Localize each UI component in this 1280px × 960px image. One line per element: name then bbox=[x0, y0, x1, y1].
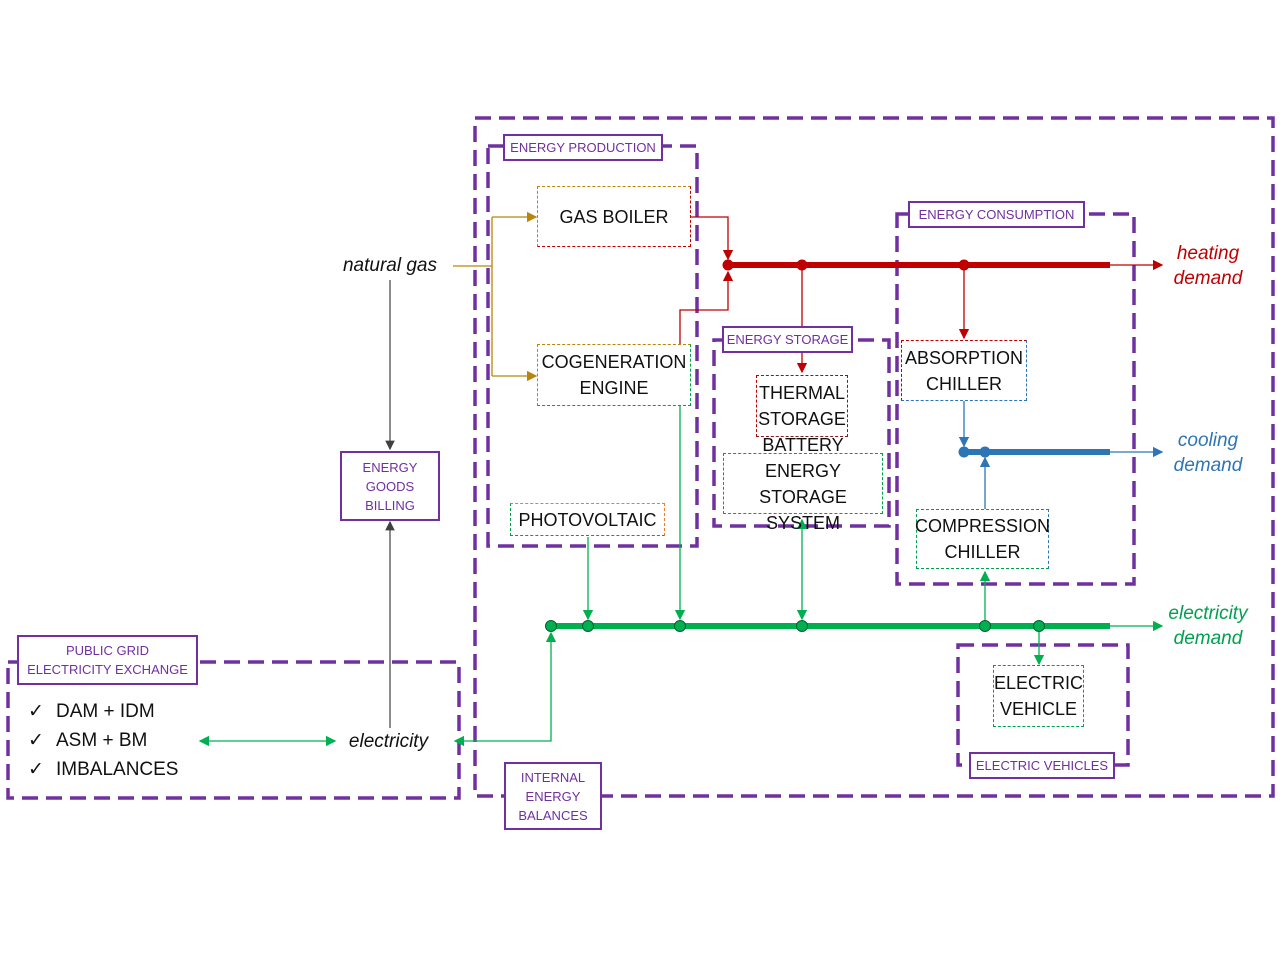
internal-balances-boundary bbox=[473, 116, 1275, 798]
gas-boiler-box: GAS BOILER bbox=[537, 186, 691, 247]
electric-flows bbox=[198, 405, 1164, 747]
absorption-chiller-box: ABSORPTION CHILLER bbox=[901, 340, 1027, 401]
thermal-storage-box: THERMAL STORAGE bbox=[756, 375, 848, 437]
checkmark-icon: ✓ bbox=[28, 759, 44, 780]
market-item-asm-bm: ✓ ASM + BM bbox=[28, 729, 147, 752]
public-grid-label: PUBLIC GRID ELECTRICITY EXCHANGE bbox=[17, 635, 198, 685]
compression-chiller-box: COMPRESSION CHILLER bbox=[915, 509, 1050, 569]
market-label: DAM + IDM bbox=[56, 701, 155, 722]
heating-bus-nodes bbox=[722, 259, 970, 271]
cooling-flows bbox=[958, 401, 1164, 510]
electricity-label: electricity bbox=[348, 731, 429, 752]
gas-flows bbox=[453, 211, 538, 382]
market-label: IMBALANCES bbox=[56, 759, 179, 780]
energy-consumption-boundary bbox=[895, 212, 1136, 586]
cogeneration-engine-box: COGENERATION ENGINE bbox=[537, 344, 691, 406]
market-label: ASM + BM bbox=[56, 730, 148, 751]
internal-energy-balances-label: INTERNAL ENERGY BALANCES bbox=[504, 762, 602, 830]
cooling-demand-label: cooling demand bbox=[1173, 430, 1243, 476]
energy-consumption-label: ENERGY CONSUMPTION bbox=[908, 201, 1085, 228]
energy-goods-billing-label: ENERGY GOODS BILLING bbox=[340, 451, 440, 521]
electricity-demand-label: electricity demand bbox=[1168, 603, 1248, 649]
market-item-imbalances: ✓ IMBALANCES bbox=[28, 758, 178, 781]
market-item-dam-idm: ✓ DAM + IDM bbox=[28, 700, 155, 723]
energy-production-label: ENERGY PRODUCTION bbox=[503, 134, 663, 161]
electric-vehicle-box: ELECTRIC VEHICLE bbox=[993, 665, 1084, 727]
checkmark-icon: ✓ bbox=[28, 701, 44, 722]
heating-demand-label: heating demand bbox=[1173, 243, 1243, 289]
cooling-bus-nodes bbox=[958, 446, 991, 458]
energy-storage-label: ENERGY STORAGE bbox=[722, 326, 853, 353]
electric-vehicles-label: ELECTRIC VEHICLES bbox=[969, 752, 1115, 779]
battery-storage-box: BATTERY ENERGY STORAGE SYSTEM bbox=[723, 435, 883, 533]
natural-gas-label: natural gas bbox=[342, 255, 437, 276]
photovoltaic-box: PHOTOVOLTAIC bbox=[510, 503, 665, 536]
checkmark-icon: ✓ bbox=[28, 730, 44, 751]
electricity-bus-nodes bbox=[545, 620, 1045, 632]
